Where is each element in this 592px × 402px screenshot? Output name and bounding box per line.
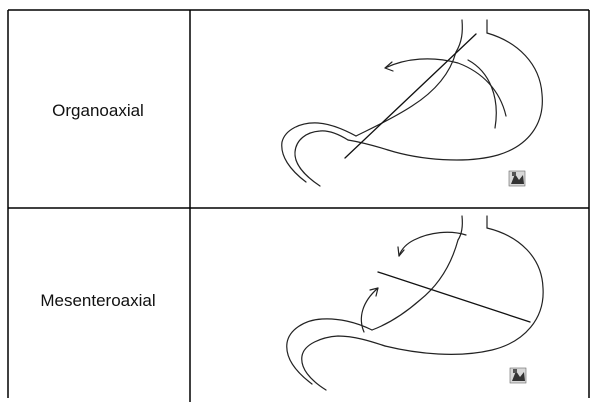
row-label-organoaxial: Organoaxial bbox=[8, 101, 188, 121]
table-borders bbox=[8, 10, 589, 402]
mesenteroaxial-stomach-diagram bbox=[287, 216, 543, 390]
organoaxial-stomach-diagram bbox=[282, 20, 543, 186]
small-image-icon bbox=[510, 368, 526, 383]
row-label-mesenteroaxial: Mesenteroaxial bbox=[8, 291, 188, 311]
small-image-icon bbox=[509, 171, 525, 186]
